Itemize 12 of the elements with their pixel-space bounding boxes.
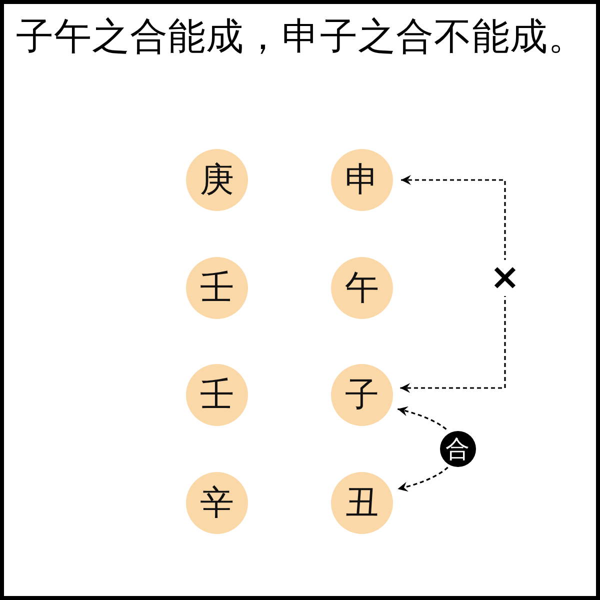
character-label: 庚 bbox=[200, 163, 234, 197]
character-label: 丑 bbox=[345, 486, 379, 520]
dashed-arrow bbox=[400, 175, 506, 393]
character-label: 子 bbox=[345, 378, 379, 412]
character-label: 壬 bbox=[200, 378, 234, 412]
title: 子午之合能成，申子之合不能成。 bbox=[16, 14, 586, 59]
character-label: 辛 bbox=[200, 486, 234, 520]
character-label: 壬 bbox=[200, 271, 234, 305]
character-label: 申 bbox=[345, 163, 379, 197]
edge-label: 合 bbox=[440, 431, 476, 467]
character-label: 午 bbox=[345, 271, 379, 305]
dashed-arrow bbox=[396, 406, 449, 492]
